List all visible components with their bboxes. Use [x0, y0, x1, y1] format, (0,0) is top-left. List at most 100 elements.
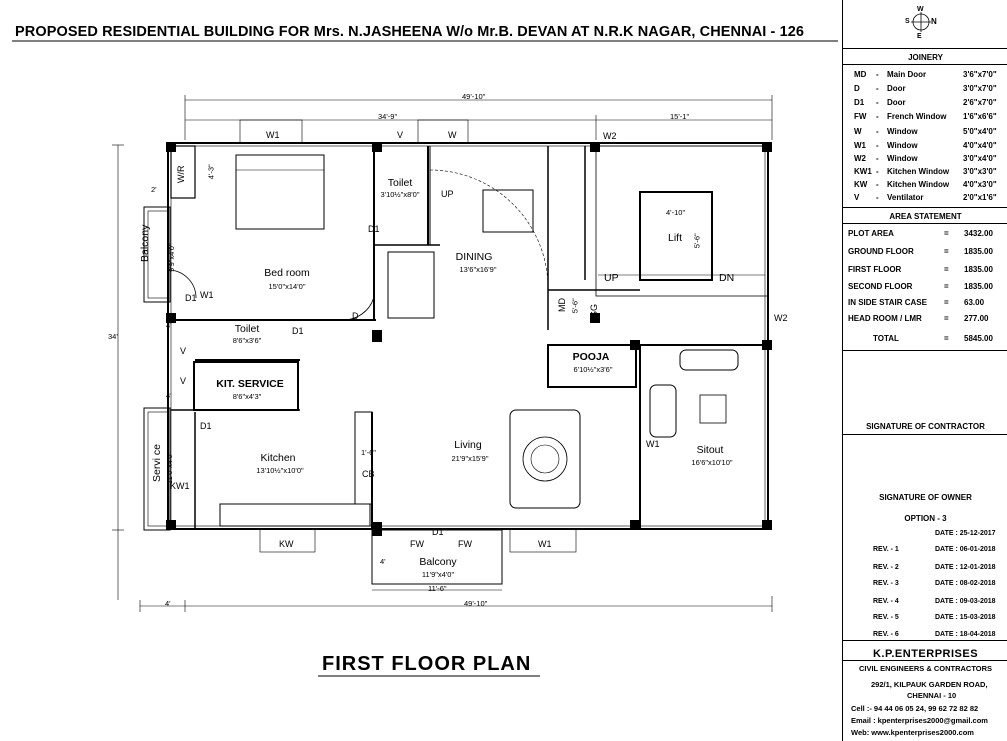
area-value: 1835.00: [964, 247, 993, 256]
dim-top-left: 34'-9": [378, 112, 398, 121]
label-w1-sitout: W1: [646, 439, 660, 449]
room-living-size: 21'9"x15'9": [451, 454, 489, 463]
joinery-name: French Window: [887, 112, 947, 121]
joinery-code: W: [854, 127, 862, 136]
dim-store: 1'-6": [361, 448, 376, 457]
area-name: IN SIDE STAIR CASE: [848, 298, 927, 307]
dim-left-2: 2': [151, 185, 157, 194]
panel-divider: [842, 660, 1007, 661]
revision-code: REV. - 4: [873, 598, 899, 605]
label-d1-toilet: D1: [368, 224, 380, 234]
revision-date: DATE : 09-03-2018: [935, 598, 996, 605]
area-eq: =: [944, 229, 949, 238]
company-address1-text: 292/1, KILPAUK GARDEN ROAD,: [871, 680, 988, 689]
room-bedroom-size: 15'0"x14'0": [268, 282, 306, 291]
area-total-name: TOTAL: [873, 334, 899, 343]
joinery-code: D1: [854, 98, 865, 107]
dim-wr: 4'-3": [206, 164, 216, 180]
panel-divider: [842, 434, 1007, 435]
label-v-left2: V: [180, 376, 187, 386]
dim-overall-bottom: 49'-10": [464, 599, 488, 608]
joinery-code: KW: [854, 180, 868, 189]
label-d1-bottom: D1: [432, 527, 444, 537]
panel-divider: [842, 64, 1007, 65]
company-cell-text: Cell :- 94 44 06 05 24, 99 62 72 82 82: [851, 704, 979, 713]
area-name: SECOND FLOOR: [848, 282, 913, 291]
dim-overall-top: 49'-10": [462, 92, 486, 101]
area-value: 1835.00: [964, 282, 993, 291]
label-dn-stair: DN: [719, 272, 735, 284]
area-eq: =: [944, 247, 949, 256]
label-cb: CB: [362, 469, 375, 479]
joinery-dash: -: [876, 154, 879, 163]
label-up-dining: UP: [441, 189, 454, 199]
signature-contractor: SIGNATURE OF CONTRACTOR: [866, 422, 985, 431]
label-kw1: KW1: [170, 481, 190, 491]
joinery-code: W2: [854, 154, 866, 163]
room-bedroom: Bed room: [264, 267, 310, 279]
joinery-code: MD: [854, 70, 867, 79]
room-dining-size: 13'6"x16'9": [459, 265, 497, 274]
joinery-size: 2'6"x7'0": [963, 98, 997, 107]
joinery-size: 3'0"x3'0": [963, 167, 997, 176]
company-tagline: CIVIL ENGINEERS & CONTRACTORS: [858, 664, 993, 673]
dim-left-4b: 4': [166, 391, 172, 400]
compass-w: W: [917, 6, 924, 13]
room-service-size: 11'0"x4'0": [165, 451, 174, 484]
joinery-name: Window: [887, 141, 918, 150]
area-total-value: 5845.00: [964, 334, 993, 343]
joinery-name: Main Door: [887, 70, 927, 79]
company-email-text: Email : kpenterprises2000@gmail.com: [851, 716, 988, 725]
label-fw1: FW: [410, 539, 424, 549]
compass-n: N: [931, 17, 937, 26]
dim-left-4a: 4': [166, 321, 172, 330]
option-label: OPTION - 3: [904, 514, 947, 523]
room-toilet1-size: 3'10½"x8'0": [380, 190, 420, 199]
dim-bottom-left: 4': [165, 599, 171, 608]
joinery-code: V: [854, 193, 860, 202]
label-w2-right: W2: [774, 313, 788, 323]
dim-md: 5'-6": [570, 298, 580, 314]
area-name: HEAD ROOM / LMR: [848, 314, 922, 323]
company-name: K.P.ENTERPRISES: [872, 648, 979, 660]
room-living: Living: [454, 439, 482, 451]
joinery-dash: -: [876, 193, 879, 202]
label-kw-bottom: KW: [279, 539, 294, 549]
label-w1-bed: W1: [200, 290, 214, 300]
joinery-header: JOINERY: [908, 53, 943, 62]
joinery-dash: -: [876, 180, 879, 189]
room-balcony-bottom-size: 11'9"x4'0": [421, 570, 455, 579]
room-toilet1: Toilet: [387, 177, 413, 189]
company-web-text: Web: www.kpenterprises2000.com: [851, 728, 974, 737]
area-eq: =: [944, 265, 949, 274]
joinery-size: 1'6"x6'6": [963, 112, 997, 121]
dim-left-side: 34': [108, 332, 118, 341]
revision-date: DATE : 12-01-2018: [935, 564, 996, 571]
label-w-top: W: [448, 130, 457, 140]
label-d-bed: D: [352, 311, 359, 321]
compass-e: E: [917, 33, 922, 40]
joinery-code: FW: [854, 112, 867, 121]
area-eq: =: [944, 298, 949, 307]
label-wr: W/R: [176, 165, 186, 184]
room-kitchen: Kitchen: [260, 452, 296, 464]
dim-lift-h: 5'-6": [692, 233, 702, 249]
label-w1-top: W1: [266, 130, 280, 140]
joinery-dash: -: [876, 167, 879, 176]
dim-lift-w: 4'-10": [666, 208, 686, 217]
panel-divider: [842, 350, 1007, 351]
label-w2-top: W2: [603, 131, 617, 141]
label-v-top: V: [397, 130, 404, 140]
revision-code: REV. - 2: [873, 564, 899, 571]
joinery-size: 3'0"x4'0": [963, 154, 997, 163]
room-sitout: Sitout: [696, 444, 724, 456]
joinery-size: 2'0"x1'6": [963, 193, 997, 202]
compass-s: S: [905, 18, 910, 25]
signature-owner: SIGNATURE OF OWNER: [879, 493, 972, 502]
room-balcony-bottom: Balcony: [419, 556, 457, 568]
label-up-stair: UP: [604, 272, 619, 284]
joinery-dash: -: [876, 127, 879, 136]
room-sitout-size: 16'6"x10'10": [691, 458, 733, 467]
panel-divider: [842, 48, 1007, 49]
room-kitchen-size: 13'10½"x10'0": [256, 466, 304, 475]
